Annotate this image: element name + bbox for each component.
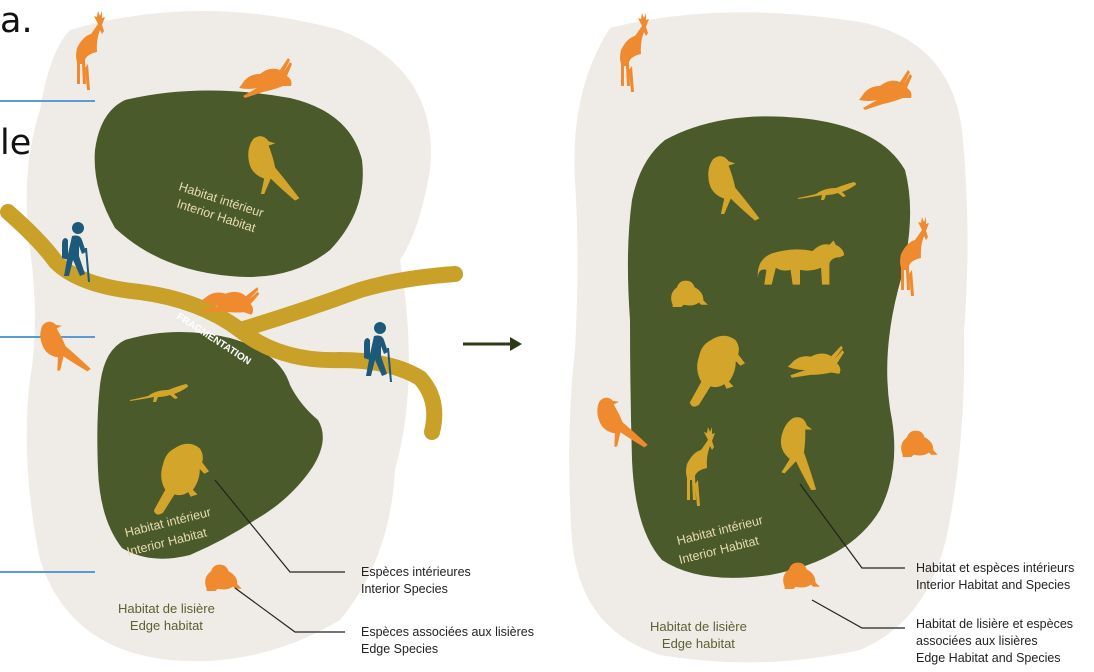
right-panel: Habitat intérieur Interior Habitat: [569, 12, 967, 662]
callout-edge-species-fr: Espèces associées aux lisières: [361, 624, 534, 641]
callout-interior-species: Espèces intérieures Interior Species: [361, 564, 471, 598]
transition-arrow: [463, 337, 522, 351]
callout-interior-species-fr: Espèces intérieures: [361, 564, 471, 581]
right-interior-habitat: [628, 116, 910, 578]
left-edge-habitat-label-fr: Habitat de lisière: [118, 600, 215, 617]
callout-interior-habitat-species: Habitat et espèces intérieurs Interior H…: [916, 560, 1074, 594]
left-edge-habitat-label: Habitat de lisière Edge habitat: [118, 600, 215, 634]
callout-interior-habitat-species-en: Interior Habitat and Species: [916, 577, 1074, 594]
callout-edge-species-en: Edge Species: [361, 641, 534, 658]
right-edge-habitat-label-en: Edge habitat: [650, 635, 747, 652]
callout-edge-habitat-species: Habitat de lisière et espèces associées …: [916, 616, 1073, 667]
callout-interior-habitat-species-fr: Habitat et espèces intérieurs: [916, 560, 1074, 577]
callout-edge-habitat-species-fr2: associées aux lisières: [916, 633, 1073, 650]
callout-interior-species-en: Interior Species: [361, 581, 471, 598]
callout-edge-habitat-species-en: Edge Habitat and Species: [916, 650, 1073, 667]
left-edge-habitat-label-en: Edge habitat: [118, 617, 215, 634]
right-edge-habitat-label-fr: Habitat de lisière: [650, 618, 747, 635]
callout-edge-habitat-species-fr1: Habitat de lisière et espèces: [916, 616, 1073, 633]
right-edge-habitat-label: Habitat de lisière Edge habitat: [650, 618, 747, 652]
callout-edge-species: Espèces associées aux lisières Edge Spec…: [361, 624, 534, 658]
